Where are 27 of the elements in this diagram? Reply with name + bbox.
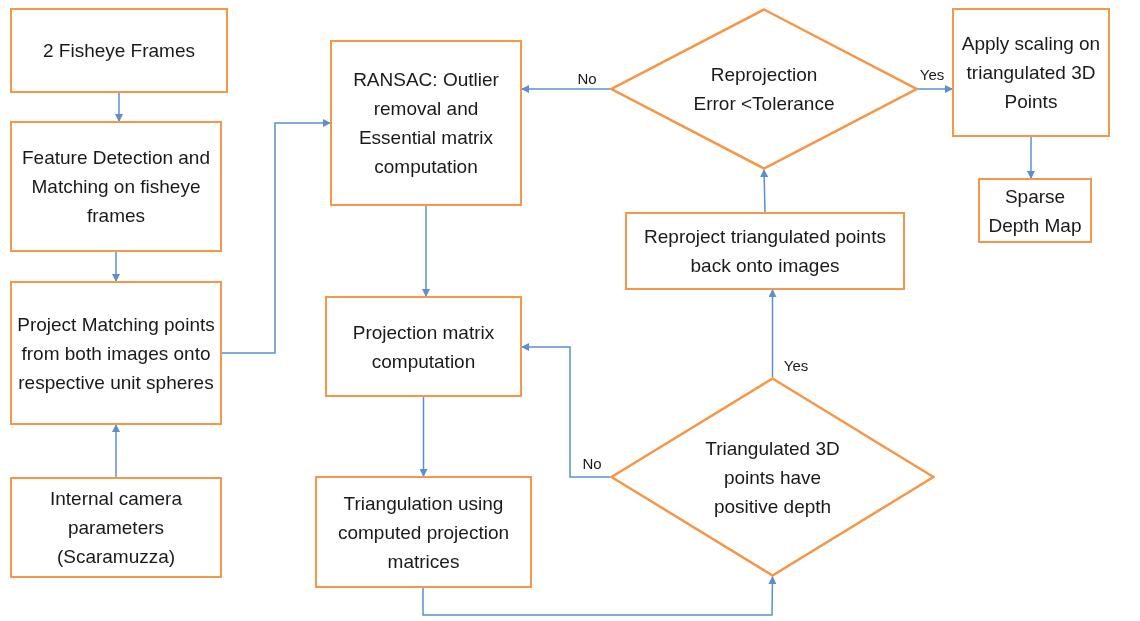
decision-diamond xyxy=(610,8,918,170)
arrow xyxy=(521,343,611,478)
decision-text: Reprojection Error <Tolerance xyxy=(692,63,836,116)
arrow xyxy=(1027,136,1035,179)
process-box: Project Matching points from both images onto respective unit spheres xyxy=(10,281,222,425)
arrow xyxy=(221,119,331,354)
arrow xyxy=(419,396,428,477)
process-box: Reproject triangulated points back onto images xyxy=(625,212,905,290)
decision-text: Triangulated 3D points have positive depth xyxy=(704,436,841,519)
process-box: Internal camera parameters (Scaramuzza) xyxy=(10,477,222,578)
process-box: 2 Fisheye Frames xyxy=(10,8,228,93)
process-box: Sparse Depth Map xyxy=(978,178,1092,243)
process-box: Triangulation using computed projection matrices xyxy=(315,476,532,588)
arrow xyxy=(768,289,777,378)
arrow xyxy=(760,169,769,213)
process-box: Projection matrix computation xyxy=(325,296,522,397)
arrow xyxy=(112,424,120,478)
arrow xyxy=(521,85,611,93)
arrow xyxy=(422,576,777,616)
process-box: Apply scaling on triangulated 3D Points xyxy=(952,8,1110,137)
arrow xyxy=(422,205,430,297)
decision-diamond xyxy=(610,377,935,577)
arrow xyxy=(112,251,120,282)
process-box: RANSAC: Outlier removal and Essential matrix computation xyxy=(330,40,522,206)
arrow xyxy=(917,85,953,93)
process-box: Feature Detection and Matching on fisheye frames xyxy=(10,121,222,252)
arrow xyxy=(115,92,123,122)
